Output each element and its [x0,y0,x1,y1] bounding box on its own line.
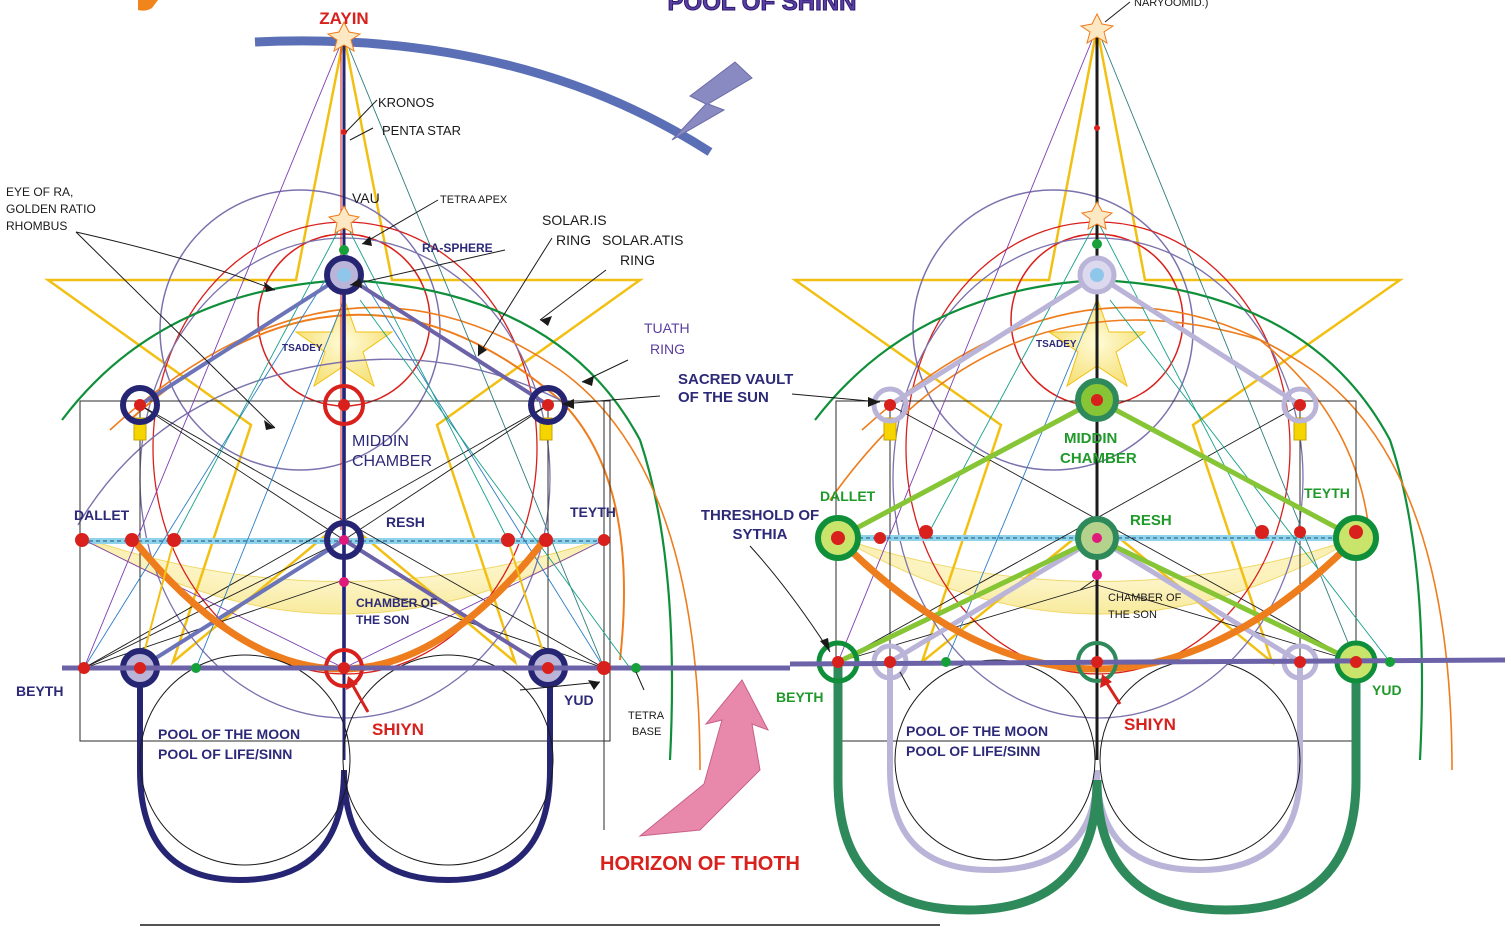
middin-label-2: CHAMBER [352,453,432,470]
shiyn-label: SHIYN [372,720,424,739]
middin-ring [323,384,365,426]
sacred-vault-label-2: OF THE SUN [678,389,769,406]
pink-point [339,535,349,545]
teyth-label-right: TEYTH [1304,485,1350,501]
tuath-label-1: TUATH [644,320,690,336]
vau-star [327,204,361,234]
chamber-son-label-1: CHAMBER OF [356,596,437,610]
pool-arrow [671,61,753,141]
green-ring-right [814,278,1424,761]
gold-line [139,539,175,669]
eye-of-ra-label-2: GOLDEN RATIO [6,202,96,216]
tsadey-label: TSADEY [282,343,323,354]
resh-ring [324,520,364,560]
pool-moon-label: POOL OF THE MOON [158,726,300,742]
outer-blue-arc [254,36,713,156]
lime-lines [836,397,1358,665]
green-pools [833,662,1361,915]
vau-label: VAU [352,190,380,206]
labels: ZAYIN POOL OF SHINN NARYOOMID.) KRONOS P… [6,0,1402,875]
solar-atis-label-1: SOLAR.ATIS [602,232,683,248]
solar-is-label-1: SOLAR.IS [542,212,607,228]
tetra-base-label-2: BASE [632,726,661,738]
zayin-label: ZAYIN [319,9,368,28]
dallet-label-right: DALLET [820,488,876,504]
middin-label-right-1: MIDDIN [1064,430,1117,447]
corner-mark [138,0,158,11]
beyth-label-right: BEYTH [776,689,823,705]
leader-arrowheads [264,236,600,690]
tsadey-label-right: TSADEY [1036,339,1077,350]
eye-of-ra-label-3: RHOMBUS [6,219,67,233]
green-point [339,245,349,255]
teyth-label: TEYTH [570,504,616,520]
horizon-label: HORIZON OF THOTH [600,853,800,875]
solar-is-label-2: RING [556,232,591,248]
lavender-pools [887,662,1303,874]
leader-lines [75,99,661,691]
pool-moon-label-right: POOL OF THE MOON [906,723,1048,739]
solar-atis-ring [77,358,561,526]
tetra-right [342,273,550,407]
resh-label: RESH [386,514,425,530]
left-diagram [44,20,790,884]
orange-inner-right [829,319,1371,541]
kronos-label: KRONOS [378,95,435,110]
pink-point [339,577,349,587]
solar-atis-label-2: RING [620,252,655,268]
top-right-note: NARYOOMID.) [1134,0,1208,9]
horizon-line-right [789,657,1506,667]
yud-label-right: YUD [1372,682,1402,698]
pool-life-label-right: POOL OF LIFE/SINN [906,743,1040,759]
gold-line [507,539,549,669]
tetra-base-label-1: TETRA [628,710,665,722]
sacred-vault-label-1: SACRED VAULT [678,371,793,388]
ra-sphere-core [337,268,351,282]
yud-label: YUD [564,692,594,708]
chamber-son-label-right-1: CHAMBER OF [1108,592,1182,604]
shiyn-arrow [350,683,370,713]
pool-circle-left [139,654,351,866]
penta-star-label: PENTA STAR [382,123,461,138]
red-points-right [831,25,1363,668]
middin-label-right-2: CHAMBER [1060,450,1137,467]
resh-to-beyth [138,538,346,670]
pools-of-moon [137,668,553,884]
middin-label-1: MIDDIN [352,433,409,450]
dallet-label: DALLET [74,507,130,523]
top-star-right [1079,12,1115,45]
beyth-label: BEYTH [16,683,63,699]
pool-title: POOL OF SHINN [668,0,857,16]
eye-of-ra-label-1: EYE OF RA, [6,185,73,199]
green-point [191,663,201,673]
horizon-arrow [638,679,770,837]
resh-label-right: RESH [1130,512,1172,529]
purple-circle-right [912,189,1194,471]
pool-life-label: POOL OF LIFE/SINN [158,746,292,762]
chamber-son-label-2: THE SON [356,613,409,627]
tuath-label-2: RING [650,341,685,357]
vault-ring-left [120,385,160,425]
tuath-ring [61,278,674,761]
red-points [75,129,611,675]
green-point [631,663,641,673]
zayin-star [326,20,362,53]
solar-is-ring [129,313,625,661]
shiyn-label-right: SHIYN [1124,715,1176,734]
chamber-son-label-right-2: THE SON [1108,609,1157,621]
key-left-right [883,417,897,441]
threshold-label-1: THRESHOLD OF [701,507,819,524]
right-diagram [749,1,1506,915]
ra-sphere-label: RA-SPHERE [422,241,493,255]
tetra-apex-label: TETRA APEX [440,194,508,206]
pool-circle-right [342,654,554,866]
purple-circle-upper [159,189,441,471]
threshold-label-2: SYTHIA [732,526,787,543]
resh-to-yud [342,538,550,670]
leader-lines-right [749,1,1131,691]
key-right-right [1293,417,1307,441]
